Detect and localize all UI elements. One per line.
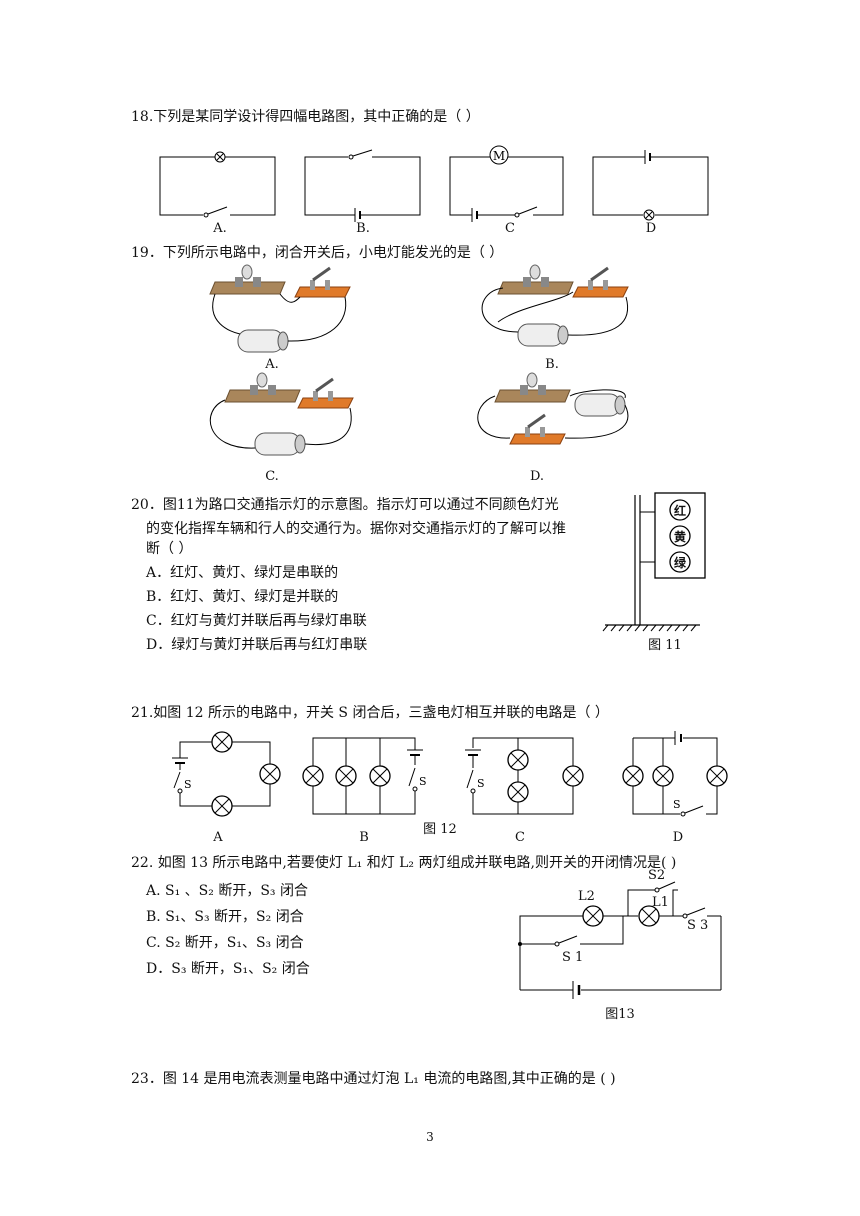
q22-label-l1: L1 [652, 895, 669, 910]
q22-option-b: B. S₁、S₃ 断开，S₂ 闭合 [146, 909, 304, 925]
q22-text: 22. 如图 13 所示电路中,若要使灯 L₁ 和灯 L₂ 两灯组成并联电路,则… [131, 855, 677, 871]
q21-label-a: A [213, 830, 223, 845]
q20-option-c: C．红灯与黄灯并联后再与绿灯串联 [146, 613, 367, 629]
yellow-light-label: 黄 [673, 530, 686, 544]
svg-text:S: S [419, 775, 427, 788]
q21-circuit-c: S [465, 737, 584, 815]
green-light-label: 绿 [673, 556, 686, 570]
q18-circuit-a [159, 151, 276, 218]
svg-text:S: S [673, 798, 681, 811]
q22-option-c: C. S₂ 断开，S₁、S₃ 闭合 [146, 935, 304, 951]
q23-text: 23．图 14 是用电流表测量电路中通过灯泡 L₁ 电流的电路图,其中正确的是 … [131, 1071, 616, 1087]
q22-circuit [518, 881, 722, 999]
figure-11-caption: 图 11 [648, 638, 682, 653]
q21-label-d: D [672, 830, 684, 845]
q22-label-l2: L2 [578, 889, 595, 904]
q21-circuit-b: S [302, 737, 427, 815]
q20-line2: 的变化指挥车辆和行人的交通行为。据你对交通指示灯的了解可以推 [146, 521, 566, 537]
q18-label-b: B. [356, 221, 370, 236]
q19-text: 19．下列所示电路中，闭合开关后，小电灯能发光的是（ ） [131, 245, 504, 261]
traffic-light-figure [602, 492, 706, 632]
q22-label-s2: S2 [648, 868, 666, 883]
q21-label-b: B [359, 830, 369, 845]
q19-label-c: C. [265, 469, 279, 484]
q18-circuit-c: M [449, 145, 564, 222]
figure-12-caption: 图 12 [423, 822, 457, 837]
q18-text: 18.下列是某同学设计得四幅电路图，其中正确的是（ ） [131, 109, 480, 125]
q18-label-c: C [505, 221, 515, 236]
q21-circuit-d: S [622, 731, 728, 820]
svg-text:S: S [477, 777, 485, 790]
q18-circuit-d [592, 150, 709, 221]
q22-option-d: D．S₃ 断开，S₁、S₂ 闭合 [146, 961, 310, 977]
q22-label-s1: S 1 [562, 950, 584, 965]
q20-option-a: A．红灯、黄灯、绿灯是串联的 [146, 565, 339, 581]
q18-label-d: D [645, 221, 657, 236]
q19-setup-d [477, 372, 629, 445]
q22-option-a: A. S₁ 、S₂ 断开，S₃ 闭合 [146, 883, 308, 899]
q19-setup-a [209, 264, 351, 353]
page-number: 3 [426, 1130, 434, 1144]
svg-text:M: M [493, 149, 505, 163]
q22-label-s3: S 3 [687, 918, 709, 933]
q19-label-a: A. [265, 357, 279, 372]
red-light-label: 红 [673, 504, 686, 518]
svg-text:S: S [184, 778, 192, 791]
q18-circuit-b [304, 149, 421, 222]
q21-circuit-a: S [172, 731, 281, 817]
q19-label-b: B. [545, 357, 559, 372]
q21-label-c: C [515, 830, 525, 845]
q19-label-d: D. [529, 469, 545, 484]
q19-setup-c [209, 372, 354, 456]
figure-13-caption: 图13 [605, 1007, 635, 1022]
q20-line1: 20．图11为路口交通指示灯的示意图。指示灯可以通过不同颜色灯光 [131, 497, 559, 513]
q20-option-b: B．红灯、黄灯、绿灯是并联的 [146, 589, 339, 605]
q20-option-d: D．绿灯与黄灯并联后再与红灯串联 [146, 637, 368, 653]
q21-text: 21.如图 12 所示的电路中，开关 S 闭合后，三盏电灯相互并联的电路是（ ） [131, 705, 609, 721]
q19-setup-b [481, 264, 629, 347]
q18-label-a: A. [213, 221, 227, 236]
q20-line3: 断（ ） [146, 541, 193, 557]
